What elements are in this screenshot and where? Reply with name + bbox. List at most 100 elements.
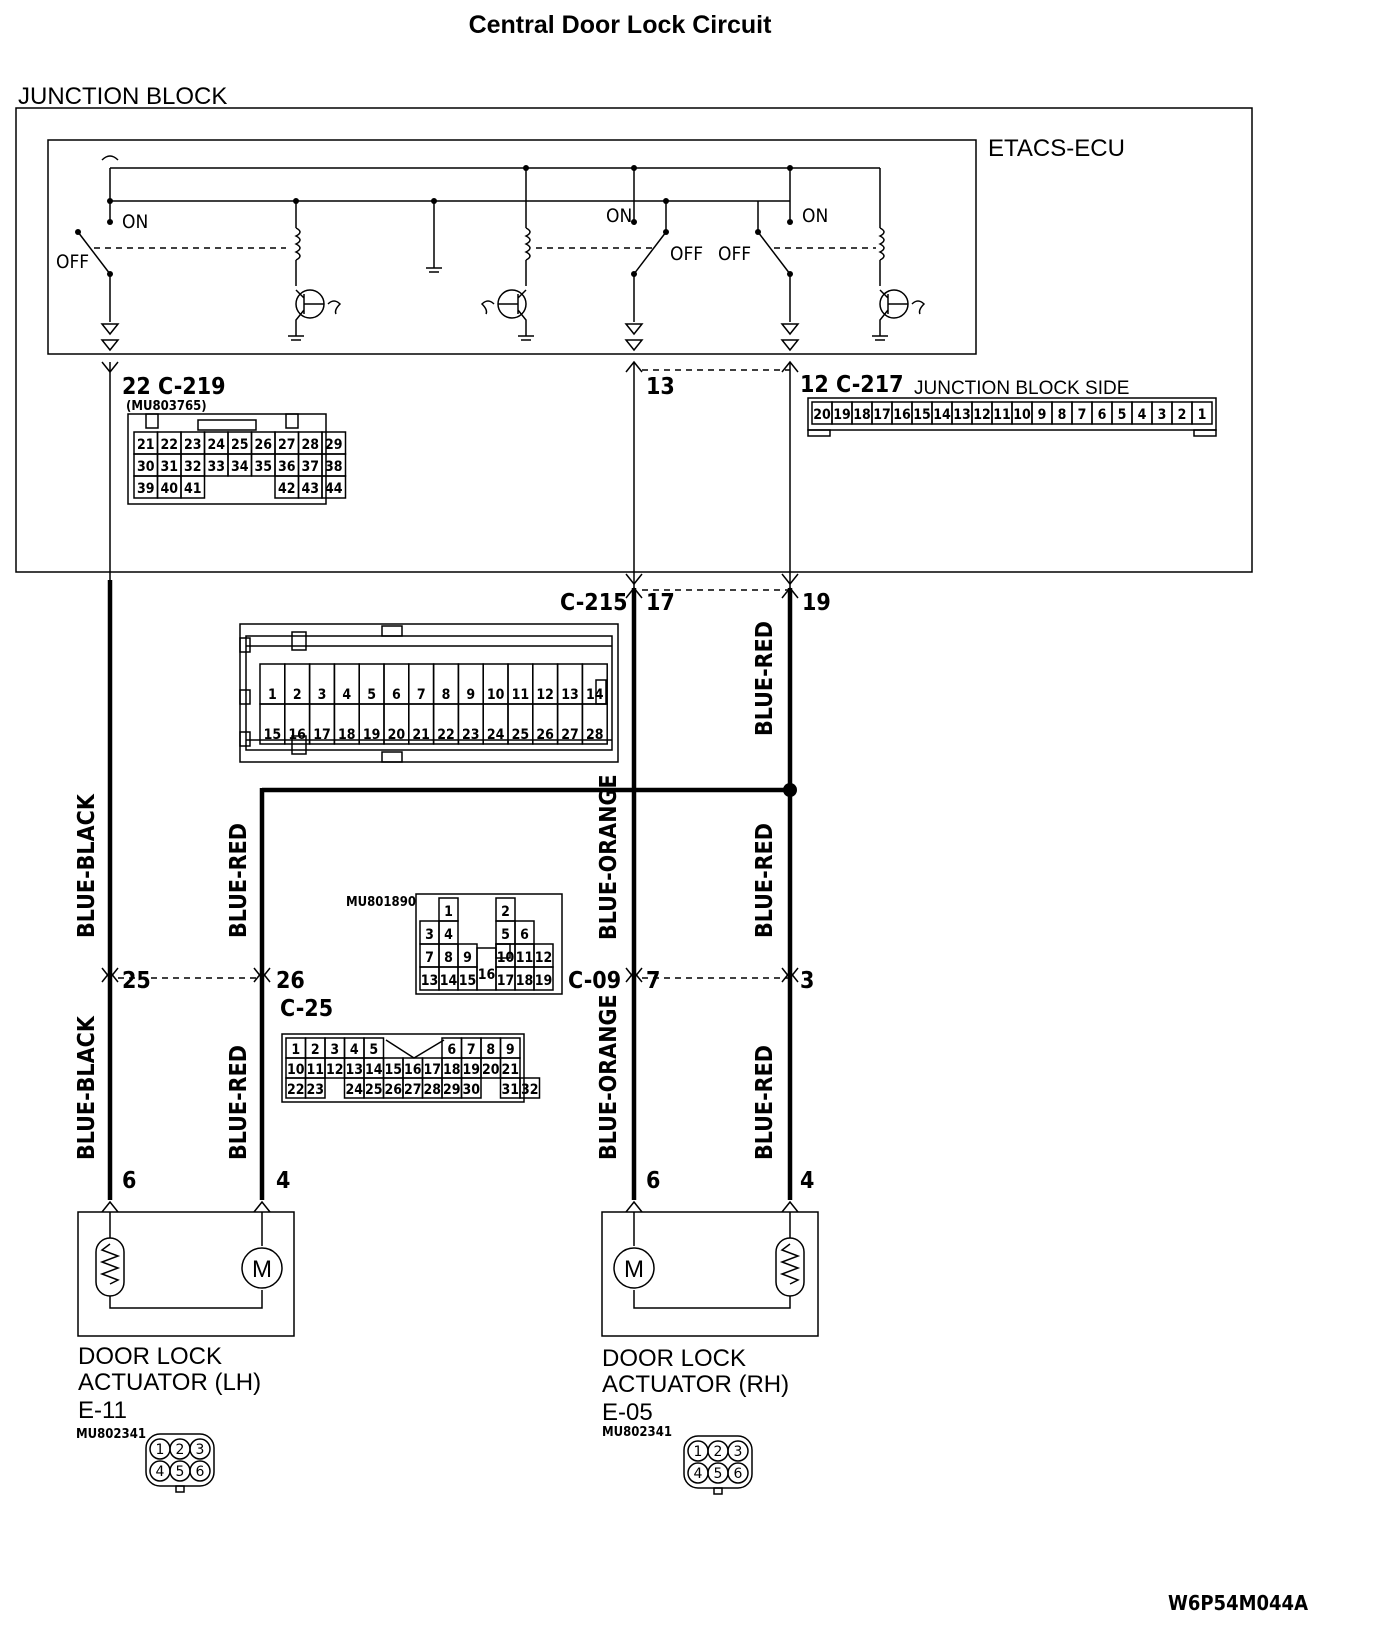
c219-grid-cell-label: 42 — [278, 481, 296, 497]
c25-grid-cell-label: 13 — [345, 1062, 363, 1078]
e11-conn-pin-label: 2 — [176, 1442, 185, 1458]
c215-grid-cell-label: 21 — [412, 727, 430, 743]
actuator-rh-label-line2: ACTUATOR (RH) — [602, 1371, 789, 1398]
switch-on-label-1: ON — [122, 211, 148, 233]
c219-grid-cell-label: 23 — [184, 437, 202, 453]
c09-part-number: MU801890 — [346, 895, 416, 910]
c09-grid-cell-label: 2 — [501, 904, 510, 920]
c219-grid-cell-label: 26 — [254, 437, 272, 453]
c25-grid-cell-label: 31 — [501, 1082, 519, 1098]
c217-name: C-217 — [836, 372, 904, 398]
c217-grid-cell-label: 9 — [1038, 407, 1047, 423]
c219-grid-cell-label: 28 — [301, 437, 319, 453]
e11-conn-pin — [189, 1438, 211, 1460]
c25-grid-cell-label: 21 — [501, 1062, 519, 1078]
actuator-rh-motor-symbol: M — [624, 1256, 644, 1283]
ecu-internal-circuit: ON OFF ON OFF — [56, 155, 926, 352]
c215-grid-cell-label: 20 — [388, 727, 406, 743]
c217-pin-13: 13 — [646, 374, 675, 400]
c219-grid-cell-label: 24 — [207, 437, 225, 453]
c215-grid-cell-label: 4 — [342, 687, 351, 703]
wire-label-blue-orange-lower: BLUE-ORANGE — [596, 994, 622, 1160]
c25-grid-cell-label: 6 — [447, 1042, 456, 1058]
e11-name: E-11 — [78, 1397, 127, 1424]
c25-grid-cell — [460, 1077, 482, 1099]
actuator-lh-motor-icon — [241, 1247, 283, 1289]
c25-pin-25: 25 — [122, 968, 151, 994]
c09-grid-cell-label: 19 — [535, 973, 553, 989]
c219-grid-cell-label: 34 — [231, 459, 249, 475]
c215-grid-cell-label: 17 — [313, 727, 331, 743]
c25-pin-26: 26 — [276, 968, 305, 994]
wire-label-blue-red-right-lower: BLUE-RED — [752, 1045, 778, 1160]
c217-pin-12: 12 — [800, 372, 829, 398]
c215-grid-cell-label: 11 — [512, 687, 530, 703]
c217-grid-cell — [1191, 401, 1213, 425]
actuator-lh-box — [77, 1211, 295, 1337]
c215-grid-cell-label: 25 — [512, 727, 530, 743]
e05-pin-6: 6 — [646, 1168, 660, 1194]
c217-grid-cell-label: 3 — [1158, 407, 1167, 423]
actuator-rh-label-line1: DOOR LOCK — [602, 1345, 746, 1372]
e05-conn-pin-label: 4 — [694, 1466, 703, 1482]
e05-conn-pin-label: 6 — [734, 1466, 743, 1482]
c217-grid-cell-label: 16 — [893, 407, 911, 423]
c217-side-label: JUNCTION BLOCK SIDE — [914, 378, 1129, 399]
c215-grid-cell — [581, 703, 608, 745]
e11-conn-pin — [189, 1460, 211, 1482]
c215-grid-cell-label: 22 — [437, 727, 455, 743]
actuator-lh-motor-symbol: M — [252, 1256, 272, 1283]
ecu-label: ETACS-ECU — [988, 135, 1125, 162]
c09-grid-cell-label: 1 — [444, 904, 453, 920]
c215-grid-cell-label: 24 — [487, 727, 505, 743]
c215-grid-cell-label: 15 — [264, 727, 282, 743]
c215-grid-cell-label: 5 — [367, 687, 376, 703]
c217-grid-cell-label: 20 — [813, 407, 831, 423]
c09-grid-cell-label: 6 — [520, 927, 529, 943]
e11-conn-pin-label: 5 — [176, 1464, 185, 1480]
c219-pin-label: 22 — [122, 374, 151, 400]
switch-off-label-2: OFF — [670, 243, 703, 265]
c215-grid-cell-label: 28 — [586, 727, 604, 743]
c09-pin-7: 7 — [646, 968, 660, 994]
c25-grid-cell-label: 7 — [467, 1042, 476, 1058]
c215-grid-cell-label: 14 — [586, 687, 604, 703]
c25-grid-cell-label: 12 — [326, 1062, 344, 1078]
c219-part-number: (MU803765) — [126, 399, 207, 414]
c09-grid-cell-label: 7 — [425, 950, 434, 966]
c25-grid-cell-label: 10 — [287, 1062, 305, 1078]
c09-grid-cell-label: 9 — [463, 950, 472, 966]
c215-grid-cell-label: 26 — [536, 727, 554, 743]
c215-grid-cell-label: 6 — [392, 687, 401, 703]
ecu-box — [47, 139, 977, 355]
c217-grid-cell-label: 14 — [933, 407, 951, 423]
e05-name: E-05 — [602, 1399, 653, 1426]
c217-grid-cell-label: 7 — [1078, 407, 1087, 423]
c25-grid-cell-label: 1 — [291, 1042, 300, 1058]
c219-grid-cell-label: 31 — [160, 459, 178, 475]
c217-grid-cell-label: 8 — [1058, 407, 1067, 423]
c09-grid-cell-label: 12 — [535, 950, 553, 966]
c25-grid-cell-label: 19 — [462, 1062, 480, 1078]
wiring — [101, 360, 799, 1213]
c219-grid-cell-label: 22 — [160, 437, 178, 453]
c25-grid-cell-label: 23 — [306, 1082, 324, 1098]
c219-grid-cell-label: 30 — [137, 459, 155, 475]
c217-grid-cell-label: 17 — [873, 407, 891, 423]
e05-conn-pin-label: 5 — [714, 1466, 723, 1482]
c219-grid-cell-label: 29 — [325, 437, 343, 453]
c217-grid-cell-label: 19 — [833, 407, 851, 423]
c09-connector-body — [415, 893, 563, 995]
c219-grid-cell-label: 27 — [278, 437, 296, 453]
c215-grid-cell-label: 23 — [462, 727, 480, 743]
wire-label-blue-orange-upper: BLUE-ORANGE — [596, 774, 622, 940]
c219-grid-cell-label: 37 — [301, 459, 319, 475]
e05-pin-4: 4 — [800, 1168, 814, 1194]
c09-name: C-09 — [568, 968, 621, 994]
c09-grid-cell-label: 13 — [421, 973, 439, 989]
c25-grid-cell-label: 18 — [443, 1062, 461, 1078]
c215-grid-cell-label: 9 — [466, 687, 475, 703]
